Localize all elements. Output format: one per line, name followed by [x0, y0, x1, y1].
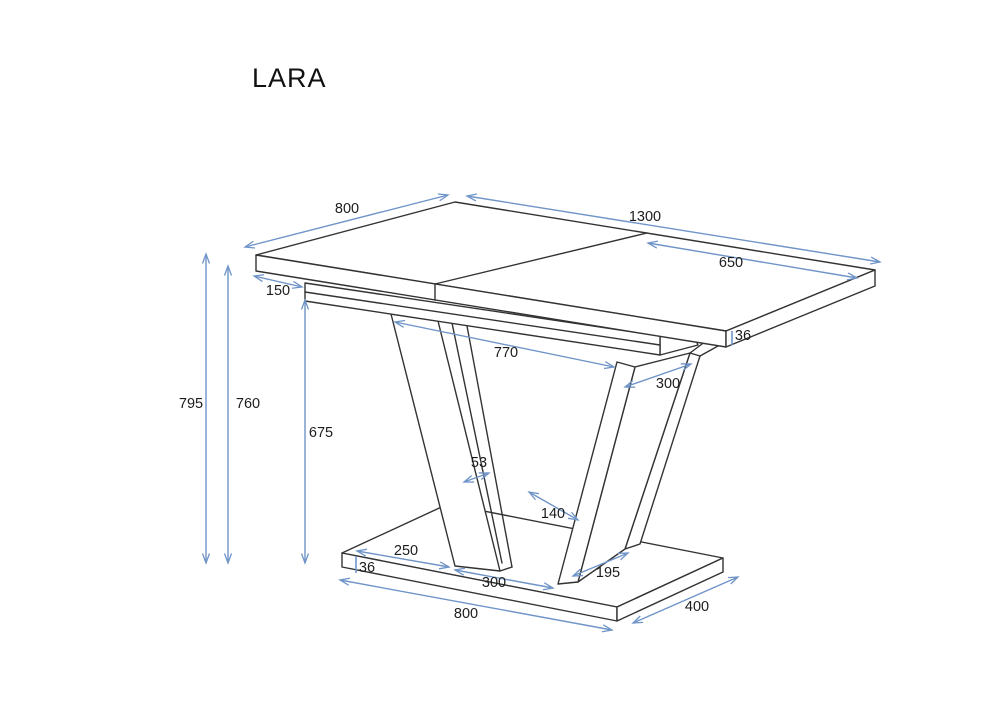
dim-label-top-length: 1300	[629, 209, 661, 225]
dim-line-top-width	[243, 193, 450, 249]
dim-label-leg-depth-top: 300	[656, 376, 680, 392]
dim-line-leg-span-top	[393, 319, 616, 370]
leg-right-top-edge-2	[699, 345, 719, 357]
dim-label-base-offset-left: 250	[394, 543, 418, 559]
dim-label-top-half-length: 650	[719, 255, 743, 271]
dim-label-top-thickness: 36	[735, 328, 751, 344]
drawing-title: LARA	[252, 63, 327, 93]
dim-line-base-offset-left	[355, 548, 451, 570]
dim-label-height-under-frame: 675	[309, 425, 333, 441]
part-v-pedestal	[390, 313, 719, 585]
dim-label-panel-thickness: 53	[471, 455, 487, 471]
dim-label-top-width: 800	[335, 201, 359, 217]
dim-label-base-thickness: 36	[359, 560, 375, 576]
dim-label-base-depth: 400	[685, 599, 709, 615]
dim-line-leg-depth-top	[623, 363, 693, 388]
dim-label-height-under-top: 760	[236, 396, 260, 412]
dim-line-leg-gap	[527, 491, 580, 521]
dim-line-base-depth	[631, 576, 740, 624]
dim-label-height-total: 795	[179, 396, 203, 412]
part-base-slab	[341, 503, 724, 622]
dim-line-top-overhang	[252, 274, 304, 289]
dim-label-leg-span-top: 770	[494, 345, 518, 361]
dim-label-base-offset-right: 195	[596, 565, 620, 581]
dim-line-top-half-length	[646, 240, 859, 281]
dim-label-top-overhang: 150	[266, 283, 290, 299]
dim-label-leg-gap: 140	[541, 506, 565, 522]
dim-label-leg-span-bottom: 300	[482, 575, 506, 591]
dim-line-base-length	[338, 577, 614, 633]
dim-label-base-length: 800	[454, 606, 478, 622]
dim-line-panel-thickness	[462, 472, 491, 483]
dim-line-base-offset-right	[571, 552, 630, 577]
dimension-annotations: 800 1300 650 150 36 795 760 675 770 300 …	[179, 193, 882, 633]
tabletop-front-right-face	[725, 269, 876, 348]
